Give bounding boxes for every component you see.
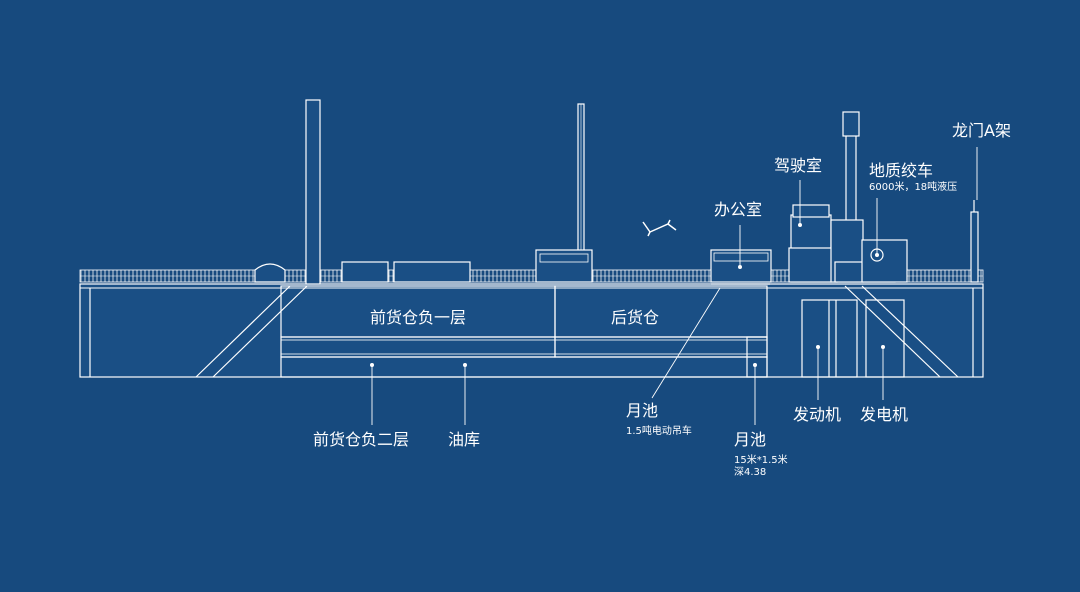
label-geo-winch: 地质绞车 xyxy=(869,161,934,180)
label-front-hold-level-2: 前货仓负二层 xyxy=(313,430,410,449)
label-geo-winch-spec: 6000米，18吨液压 xyxy=(869,182,958,193)
crane-icon xyxy=(642,219,677,237)
label-generator: 发电机 xyxy=(860,405,909,424)
label-moon-pool-2-spec-2: 深4.38 xyxy=(734,467,767,478)
label-moon-pool-1: 月池 xyxy=(626,401,659,420)
label-a-frame: 龙门A架 xyxy=(952,121,1011,140)
label-front-hold-level-1: 前货仓负一层 xyxy=(370,308,467,327)
label-moon-pool-2-spec-1: 15米*1.5米 xyxy=(734,455,788,466)
label-office: 办公室 xyxy=(714,200,763,219)
pointer-moon-pool-1 xyxy=(651,287,721,399)
moon-pool-shaft xyxy=(746,336,768,378)
hull xyxy=(79,283,984,378)
generator-block xyxy=(865,299,905,378)
label-rear-hold: 后货仓 xyxy=(611,308,660,327)
label-moon-pool-2: 月池 xyxy=(734,430,767,449)
deck-container-1 xyxy=(341,261,389,283)
a-frame xyxy=(970,211,979,283)
deck-house xyxy=(535,249,593,283)
deck-container-2 xyxy=(393,261,471,283)
label-moon-pool-1-spec: 1.5吨电动吊车 xyxy=(626,426,692,437)
exhaust-stack xyxy=(305,99,321,285)
deck-dome xyxy=(254,263,286,283)
label-engine: 发动机 xyxy=(793,405,842,424)
label-oil-depot: 油库 xyxy=(448,430,481,449)
label-bridge: 驾驶室 xyxy=(774,156,823,175)
